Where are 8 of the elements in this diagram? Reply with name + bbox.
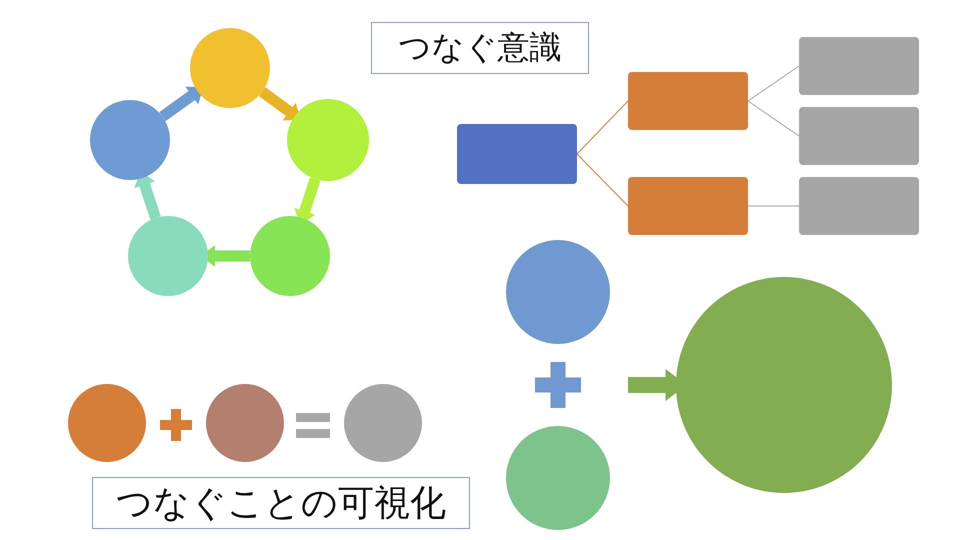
text-box: つなぐ意識 <box>371 22 589 74</box>
rounded-rectangle <box>628 177 748 235</box>
rounded-rectangle <box>628 72 748 130</box>
rounded-rectangle <box>799 37 919 95</box>
rounded-rectangle <box>457 124 577 184</box>
rounded-rectangle <box>799 107 919 165</box>
rounded-rectangle <box>799 177 919 235</box>
text-box: つなぐことの可視化 <box>92 477 470 529</box>
